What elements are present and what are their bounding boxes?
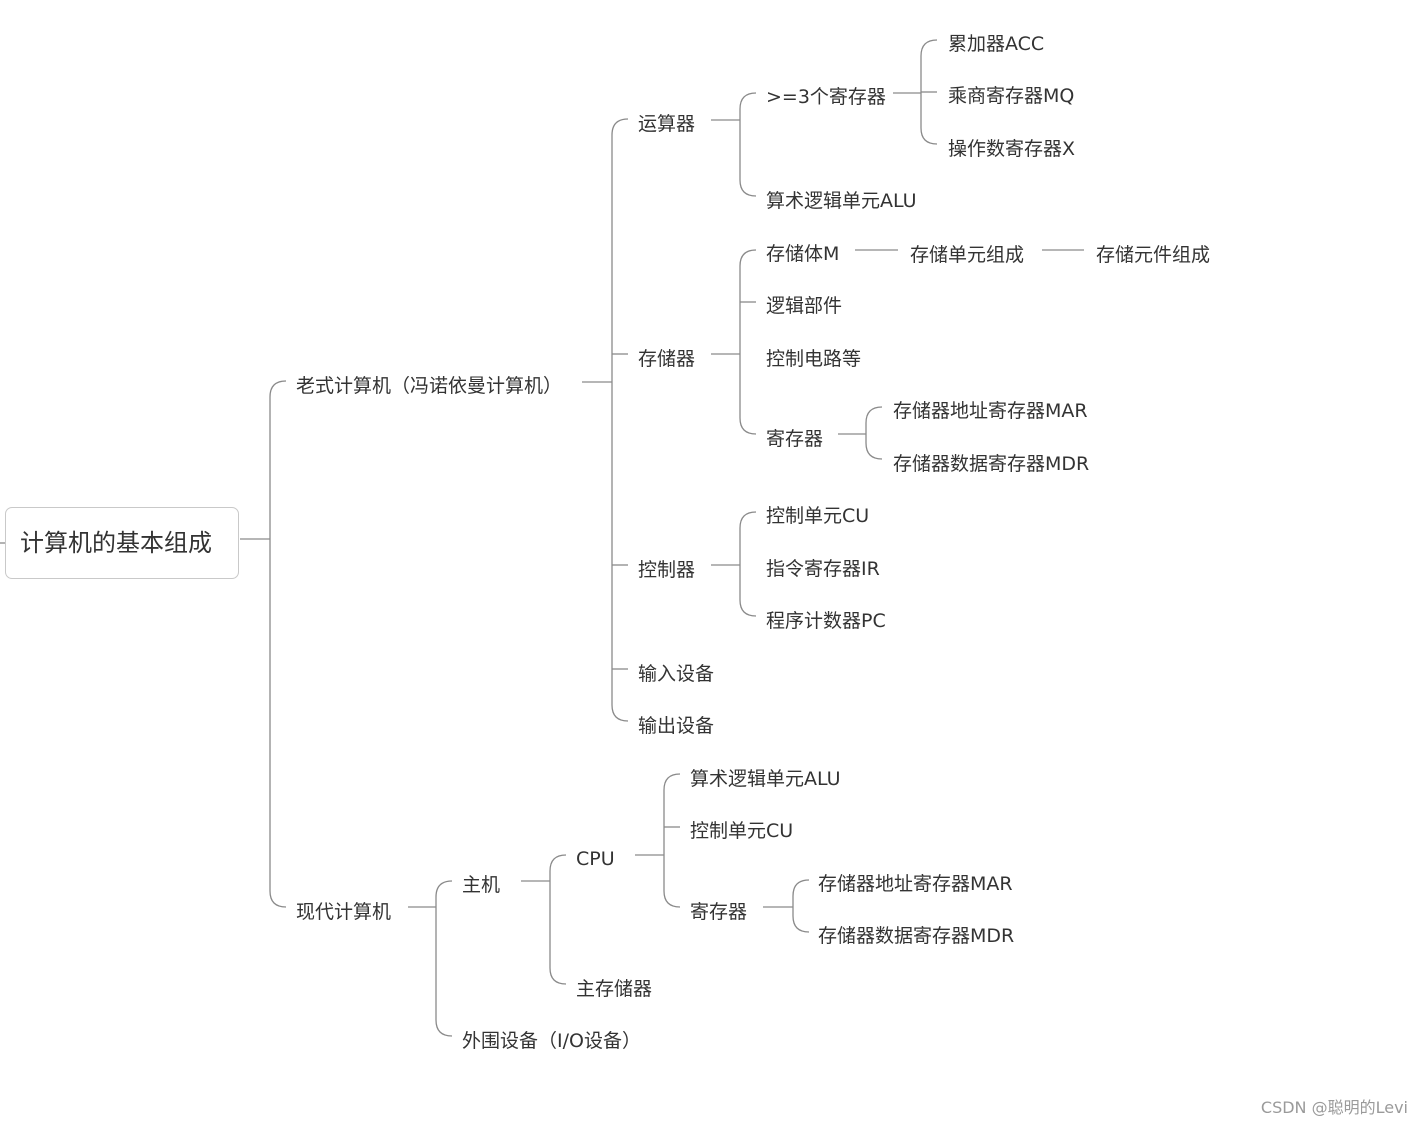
node-registers-3: >=3个寄存器 xyxy=(766,86,886,108)
root-bracket xyxy=(269,380,287,908)
node-mdr: 存储器数据寄存器MDR xyxy=(893,453,1090,475)
node-cpu: CPU xyxy=(576,848,615,870)
watermark: CSDN @聪明的Levi xyxy=(1260,1098,1408,1117)
node-memory-cell: 存储单元组成 xyxy=(910,244,1025,266)
node-x: 操作数寄存器X xyxy=(948,138,1076,160)
cpu-regs-bracket xyxy=(792,879,810,933)
mem-regs-bracket xyxy=(865,406,883,460)
node-cu: 控制单元CU xyxy=(766,505,870,527)
node-cpu-mdr: 存储器数据寄存器MDR xyxy=(818,925,1015,947)
node-main-memory: 主存储器 xyxy=(576,978,653,1000)
node-alu: 运算器 xyxy=(638,113,696,135)
node-memory-element: 存储元件组成 xyxy=(1096,244,1211,266)
modern-bracket xyxy=(435,880,453,1037)
node-controller: 控制器 xyxy=(638,559,696,581)
node-modern-computer: 现代计算机 xyxy=(296,901,392,923)
node-cpu-mar: 存储器地址寄存器MAR xyxy=(818,873,1013,895)
node-pc: 程序计数器PC xyxy=(766,610,886,632)
node-logic-parts: 逻辑部件 xyxy=(766,295,843,317)
node-input: 输入设备 xyxy=(638,663,715,685)
cpu-bracket xyxy=(663,773,681,908)
old-bracket xyxy=(611,118,629,722)
node-old-computer: 老式计算机（冯诺依曼计算机） xyxy=(296,375,563,397)
node-control-circuit: 控制电路等 xyxy=(766,348,862,370)
host-bracket xyxy=(549,854,567,985)
node-ir: 指令寄存器IR xyxy=(766,558,880,580)
controller-bracket xyxy=(739,511,757,617)
node-memory: 存储器 xyxy=(638,348,696,370)
node-output: 输出设备 xyxy=(638,715,715,737)
alu-bracket xyxy=(739,92,757,197)
node-memory-body: 存储体M xyxy=(766,243,840,265)
node-host: 主机 xyxy=(462,874,501,896)
root-node-box xyxy=(5,507,239,579)
node-alu-unit: 算术逻辑单元ALU xyxy=(766,190,917,212)
root-node-label: 计算机的基本组成 xyxy=(20,529,212,557)
node-peripherals: 外围设备（I/O设备） xyxy=(462,1030,641,1052)
node-mq: 乘商寄存器MQ xyxy=(948,85,1075,107)
node-cpu-registers: 寄存器 xyxy=(690,901,748,923)
node-mar: 存储器地址寄存器MAR xyxy=(893,400,1088,422)
node-memory-registers: 寄存器 xyxy=(766,428,824,450)
node-acc: 累加器ACC xyxy=(948,33,1045,55)
node-cpu-cu: 控制单元CU xyxy=(690,820,794,842)
node-cpu-alu: 算术逻辑单元ALU xyxy=(690,768,841,790)
memory-bracket xyxy=(739,249,757,435)
